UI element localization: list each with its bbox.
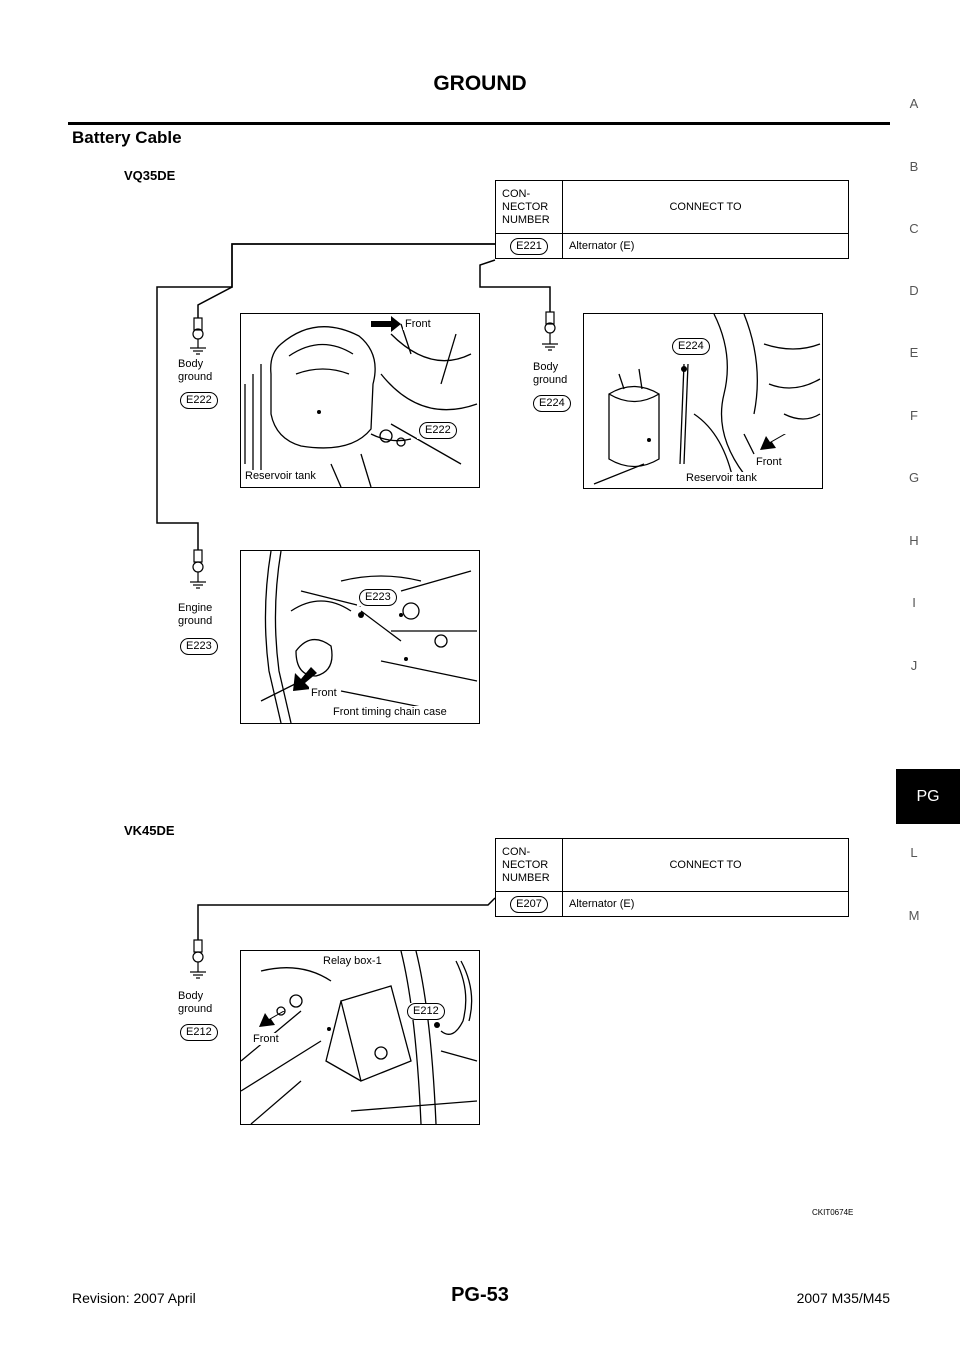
photo-connector-tag: E224 xyxy=(672,338,710,355)
photo-label-reservoir-tank: Reservoir tank xyxy=(684,472,759,484)
ground-symbol-icon xyxy=(190,317,206,355)
table-cell-connect-to: Alternator (E) xyxy=(562,891,849,917)
photo-label-front: Front xyxy=(309,687,339,699)
ground-label: Body ground xyxy=(178,358,213,383)
table-row: E221 Alternator (E) xyxy=(495,233,849,259)
side-index-letter-c[interactable]: C xyxy=(909,221,919,236)
side-index-letter-h[interactable]: H xyxy=(909,533,919,548)
side-index-letter-d[interactable]: D xyxy=(909,283,919,298)
photo-connector-tag: E223 xyxy=(359,589,397,606)
ground-connector-tag: E223 xyxy=(180,638,218,655)
table-header-connect-to: CONNECT TO xyxy=(562,838,849,892)
side-index-letter-m[interactable]: M xyxy=(908,908,920,923)
wire-e224 xyxy=(479,259,551,312)
wire-e222 xyxy=(197,243,495,318)
title-rule xyxy=(68,122,890,125)
figure-code: CKIT0674E xyxy=(812,1208,854,1217)
photo-label-front-timing-chain-case: Front timing chain case xyxy=(331,706,449,718)
photo-label-front: Front xyxy=(403,318,433,330)
engine-illustration xyxy=(593,314,821,485)
ground-symbol-icon xyxy=(190,939,206,979)
table-cell-connect-to: Alternator (E) xyxy=(562,233,849,259)
ground-connector-tag: E224 xyxy=(533,395,571,412)
ground-connector-tag: E222 xyxy=(180,392,218,409)
side-index-letter-g[interactable]: G xyxy=(908,470,920,485)
ground-label: Engine ground xyxy=(178,602,213,627)
section-title: Battery Cable xyxy=(72,128,182,147)
side-index-letter-b[interactable]: B xyxy=(909,159,919,174)
side-index-letter-a[interactable]: A xyxy=(909,96,919,111)
engine-photo-e212: Relay box-1 E212 Front xyxy=(240,950,480,1125)
side-index-letter-i[interactable]: I xyxy=(912,595,916,610)
footer-page-number: PG-53 xyxy=(451,1284,509,1306)
photo-label-reservoir-tank: Reservoir tank xyxy=(243,470,318,482)
engine-illustration xyxy=(260,551,478,723)
ground-label: Body ground xyxy=(178,990,213,1015)
variant-label-vq35de: VQ35DE xyxy=(124,168,176,183)
side-index-active-tab[interactable]: PG xyxy=(896,769,960,824)
engine-photo-e223: E223 Front Front timing chain case xyxy=(240,550,480,724)
ground-symbol-icon xyxy=(542,311,558,351)
side-index-letter-l[interactable]: L xyxy=(910,845,918,860)
connector-table-vk45de: CON- NECTOR NUMBER CONNECT TO E207 Alter… xyxy=(495,838,849,917)
wire-e212 xyxy=(197,897,496,940)
wire-e223 xyxy=(156,243,495,550)
table-header-connector-number: CON- NECTOR NUMBER xyxy=(495,838,563,892)
table-header-connector-number: CON- NECTOR NUMBER xyxy=(495,180,563,234)
side-index-letter-e[interactable]: E xyxy=(909,345,919,360)
variant-label-vk45de: VK45DE xyxy=(124,823,175,838)
engine-illustration xyxy=(244,316,478,487)
engine-photo-e222: Front E222 Reservoir tank xyxy=(240,313,480,488)
footer-revision: Revision: 2007 April xyxy=(72,1290,196,1306)
page-title: GROUND xyxy=(433,72,527,95)
connector-table-vq35de: CON- NECTOR NUMBER CONNECT TO E221 Alter… xyxy=(495,180,849,259)
ground-symbol-icon xyxy=(190,549,206,589)
photo-label-front: Front xyxy=(754,456,784,468)
side-index-letter-j[interactable]: J xyxy=(910,658,918,673)
connector-tag: E221 xyxy=(510,237,548,255)
table-row: E207 Alternator (E) xyxy=(495,891,849,917)
connector-tag: E207 xyxy=(510,895,548,913)
ground-label: Body ground xyxy=(533,361,568,386)
side-index-letter-f[interactable]: F xyxy=(910,408,918,423)
table-header-connect-to: CONNECT TO xyxy=(562,180,849,234)
photo-label-front: Front xyxy=(251,1033,281,1045)
engine-illustration xyxy=(241,951,478,1124)
ground-connector-tag: E212 xyxy=(180,1024,218,1041)
footer-model: 2007 M35/M45 xyxy=(796,1290,890,1306)
photo-connector-tag: E222 xyxy=(419,422,457,439)
photo-connector-tag: E212 xyxy=(407,1003,445,1020)
photo-label-relay-box: Relay box-1 xyxy=(321,955,384,967)
engine-photo-e224: E224 Front Reservoir tank xyxy=(583,313,823,489)
